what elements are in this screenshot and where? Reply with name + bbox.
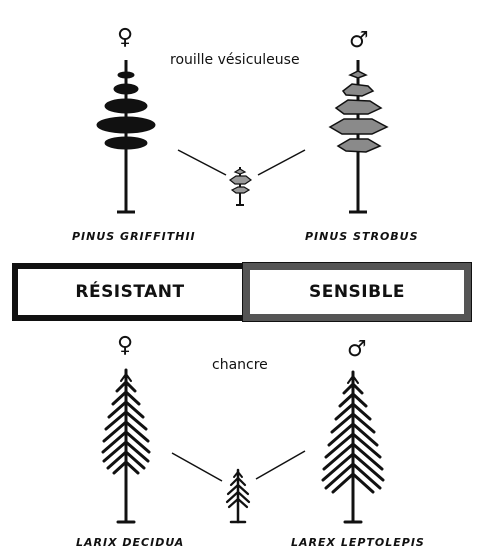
species-left-top: PINUS GRIFFITHII xyxy=(72,230,196,243)
species-right-bottom: LAREX LEPTOLEPIS xyxy=(291,536,425,549)
pinus-strobus-tree xyxy=(328,60,389,214)
sensitive-label: SENSIBLE xyxy=(308,282,406,302)
hybrid-larch-tree xyxy=(225,468,251,524)
larix-decidua-tree xyxy=(101,368,151,524)
sensitive-box: SENSIBLE xyxy=(242,262,472,322)
cross-line-right-top xyxy=(257,149,306,176)
disease-label-top: rouille vésiculeuse xyxy=(170,52,300,68)
disease-label-bottom: chancre xyxy=(212,357,268,373)
cross-line-left-top xyxy=(177,149,227,176)
species-right-top: PINUS STROBUS xyxy=(305,230,419,243)
larex-leptolepis-tree xyxy=(321,370,385,524)
female-symbol-bottom: ♀ xyxy=(117,333,134,358)
male-symbol-bottom: ♂ xyxy=(347,337,367,362)
species-left-bottom: LARIX DECIDUA xyxy=(76,536,185,549)
cross-line-right-bottom xyxy=(255,450,306,480)
hybrid-pine-tree xyxy=(228,167,253,206)
pinus-griffithii-tree xyxy=(96,60,156,214)
male-symbol-top: ♂ xyxy=(349,28,369,53)
female-symbol-top: ♀ xyxy=(117,25,134,50)
resistant-label: RÉSISTANT xyxy=(75,282,185,302)
resistant-box: RÉSISTANT xyxy=(12,263,248,321)
cross-line-left-bottom xyxy=(171,452,223,482)
